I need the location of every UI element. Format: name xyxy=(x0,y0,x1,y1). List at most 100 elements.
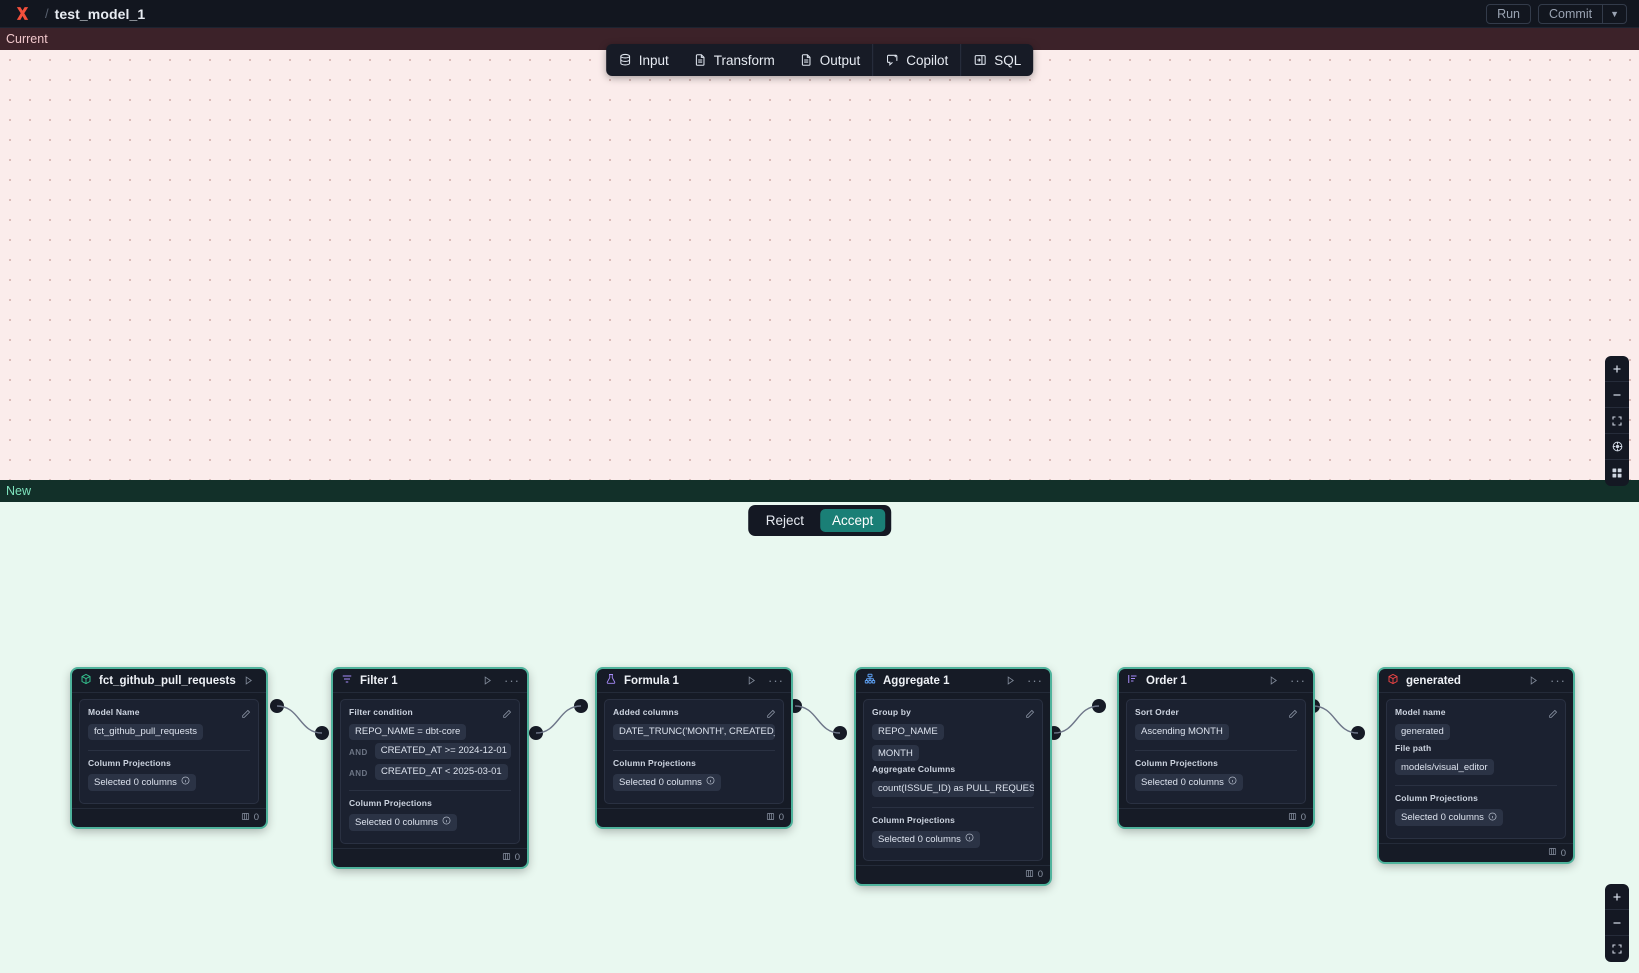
chip-text: MONTH xyxy=(878,747,913,759)
play-icon[interactable] xyxy=(243,675,254,686)
chip-value[interactable]: Ascending MONTH xyxy=(1135,723,1229,740)
more-horizontal-icon[interactable]: ··· xyxy=(504,673,520,688)
chip-value[interactable]: Selected 0 columns xyxy=(1135,773,1243,791)
mini-map-button[interactable] xyxy=(1605,460,1629,486)
chip-text: Selected 0 columns xyxy=(355,816,438,828)
more-horizontal-icon[interactable]: ··· xyxy=(768,673,784,688)
lock-interactivity-button[interactable] xyxy=(1605,434,1629,460)
current-canvas[interactable] xyxy=(0,50,1639,480)
chip-row: Selected 0 columns xyxy=(1395,807,1557,829)
tool-input[interactable]: Input xyxy=(606,44,681,76)
info-icon[interactable] xyxy=(1488,812,1497,824)
chip-value[interactable]: count(ISSUE_ID) as PULL_REQUEST_… xyxy=(872,780,1034,797)
node-title: Formula 1 xyxy=(624,674,679,687)
chip-value[interactable]: Selected 0 columns xyxy=(872,830,980,848)
edit-pencil-icon[interactable] xyxy=(1025,706,1035,724)
filter-icon xyxy=(341,672,353,690)
tool-sql[interactable]: SQL xyxy=(960,44,1033,76)
node-footer: 0 xyxy=(597,807,791,827)
zoom-out-button[interactable] xyxy=(1605,382,1629,408)
info-icon[interactable] xyxy=(1228,776,1237,788)
chip-text: count(ISSUE_ID) as PULL_REQUEST_… xyxy=(878,783,1034,794)
chip-value[interactable]: fct_github_pull_requests xyxy=(88,723,203,740)
tool-input-label: Input xyxy=(638,52,669,68)
new-canvas[interactable]: fct_github_pull_requests···Model Namefct… xyxy=(0,502,1639,973)
chip-value[interactable]: DATE_TRUNC('MONTH', CREATED_AT… xyxy=(613,723,775,740)
run-button[interactable]: Run xyxy=(1486,3,1532,24)
chip-row: Selected 0 columns xyxy=(88,772,250,794)
info-icon[interactable] xyxy=(706,776,715,788)
chip-value[interactable]: generated xyxy=(1395,723,1450,740)
condition-conjunction: AND xyxy=(349,747,368,757)
fit-view-button[interactable] xyxy=(1605,936,1629,962)
play-icon[interactable] xyxy=(746,675,757,686)
mini-map-icon xyxy=(1612,468,1622,478)
tool-copilot-label: Copilot xyxy=(906,52,949,68)
tool-copilot[interactable]: Copilot xyxy=(872,44,960,76)
more-horizontal-icon[interactable]: ··· xyxy=(1290,673,1306,688)
info-icon[interactable] xyxy=(442,816,451,828)
node-column-count: 0 xyxy=(1300,812,1306,823)
chip-row: fct_github_pull_requests xyxy=(88,721,250,743)
zoom-in-button[interactable] xyxy=(1605,884,1629,910)
play-icon[interactable] xyxy=(1005,675,1016,686)
section-label: Group by xyxy=(872,707,911,717)
app-logo[interactable] xyxy=(0,5,39,22)
edit-pencil-icon[interactable] xyxy=(241,706,251,724)
chip-value[interactable]: CREATED_AT < 2025-03-01 xyxy=(375,763,508,780)
chip-value[interactable]: Selected 0 columns xyxy=(349,813,457,831)
chip-value[interactable]: Selected 0 columns xyxy=(1395,809,1503,826)
node-header: Filter 1 ··· xyxy=(333,669,527,693)
accept-button[interactable]: Accept xyxy=(819,509,886,532)
chip-value[interactable]: CREATED_AT >= 2024-12-01 xyxy=(374,742,511,759)
node-column-count: 0 xyxy=(778,812,784,823)
chip-value[interactable]: MONTH xyxy=(872,745,919,761)
tool-transform-label: Transform xyxy=(713,52,775,68)
node-column-count: 0 xyxy=(1560,847,1566,859)
play-icon[interactable] xyxy=(1268,675,1279,686)
more-horizontal-icon[interactable]: ··· xyxy=(1027,673,1043,688)
tool-output[interactable]: Output xyxy=(787,44,873,76)
fit-view-button[interactable] xyxy=(1605,408,1629,434)
section-label: Column Projections xyxy=(88,757,171,768)
chip-value[interactable]: REPO_NAME = dbt-core xyxy=(349,723,467,740)
breadcrumb-separator: / xyxy=(45,6,49,21)
more-horizontal-icon[interactable]: ··· xyxy=(1550,673,1566,688)
tool-transform[interactable]: Transform xyxy=(681,44,787,76)
edit-pencil-icon[interactable] xyxy=(502,706,512,724)
chip-value[interactable]: models/visual_editor xyxy=(1395,759,1494,775)
zoom-in-button[interactable] xyxy=(1605,356,1629,382)
info-icon[interactable] xyxy=(965,833,974,845)
edit-pencil-icon[interactable] xyxy=(1288,706,1298,724)
commit-button[interactable]: Commit xyxy=(1549,6,1593,21)
play-icon[interactable] xyxy=(482,675,493,686)
node-title: Filter 1 xyxy=(360,674,398,687)
chip-row: Selected 0 columns xyxy=(1135,772,1297,794)
zoom-out-button[interactable] xyxy=(1605,910,1629,936)
chip-value[interactable]: REPO_NAME xyxy=(872,723,944,740)
reject-button[interactable]: Reject xyxy=(765,513,804,528)
info-icon[interactable] xyxy=(181,776,190,788)
play-icon[interactable] xyxy=(1528,675,1539,686)
section-label: Sort Order xyxy=(1135,707,1180,717)
edit-pencil-icon[interactable] xyxy=(1548,706,1558,724)
sql-panel-icon xyxy=(973,53,987,67)
edit-pencil-icon[interactable] xyxy=(766,706,776,724)
chip-value[interactable]: Selected 0 columns xyxy=(613,773,721,791)
current-panel-label: Current xyxy=(0,28,1639,50)
chip-value[interactable]: Selected 0 columns xyxy=(88,773,196,791)
condition-conjunction: AND xyxy=(349,768,368,778)
chevron-down-icon[interactable]: ▼ xyxy=(1602,4,1626,23)
more-horizontal-icon[interactable]: ··· xyxy=(261,673,266,688)
node-source[interactable]: fct_github_pull_requests···Model Namefct… xyxy=(71,668,267,828)
